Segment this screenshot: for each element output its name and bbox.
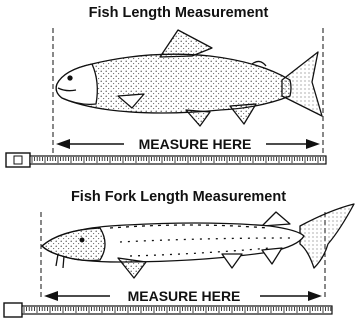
salmon-illustration <box>56 30 322 126</box>
measure-label-2: MEASURE HERE <box>128 288 241 304</box>
ruler-1 <box>6 153 326 167</box>
sturgeon-illustration <box>42 204 354 278</box>
measure-label-1: MEASURE HERE <box>139 136 252 152</box>
ruler-2 <box>4 303 332 317</box>
